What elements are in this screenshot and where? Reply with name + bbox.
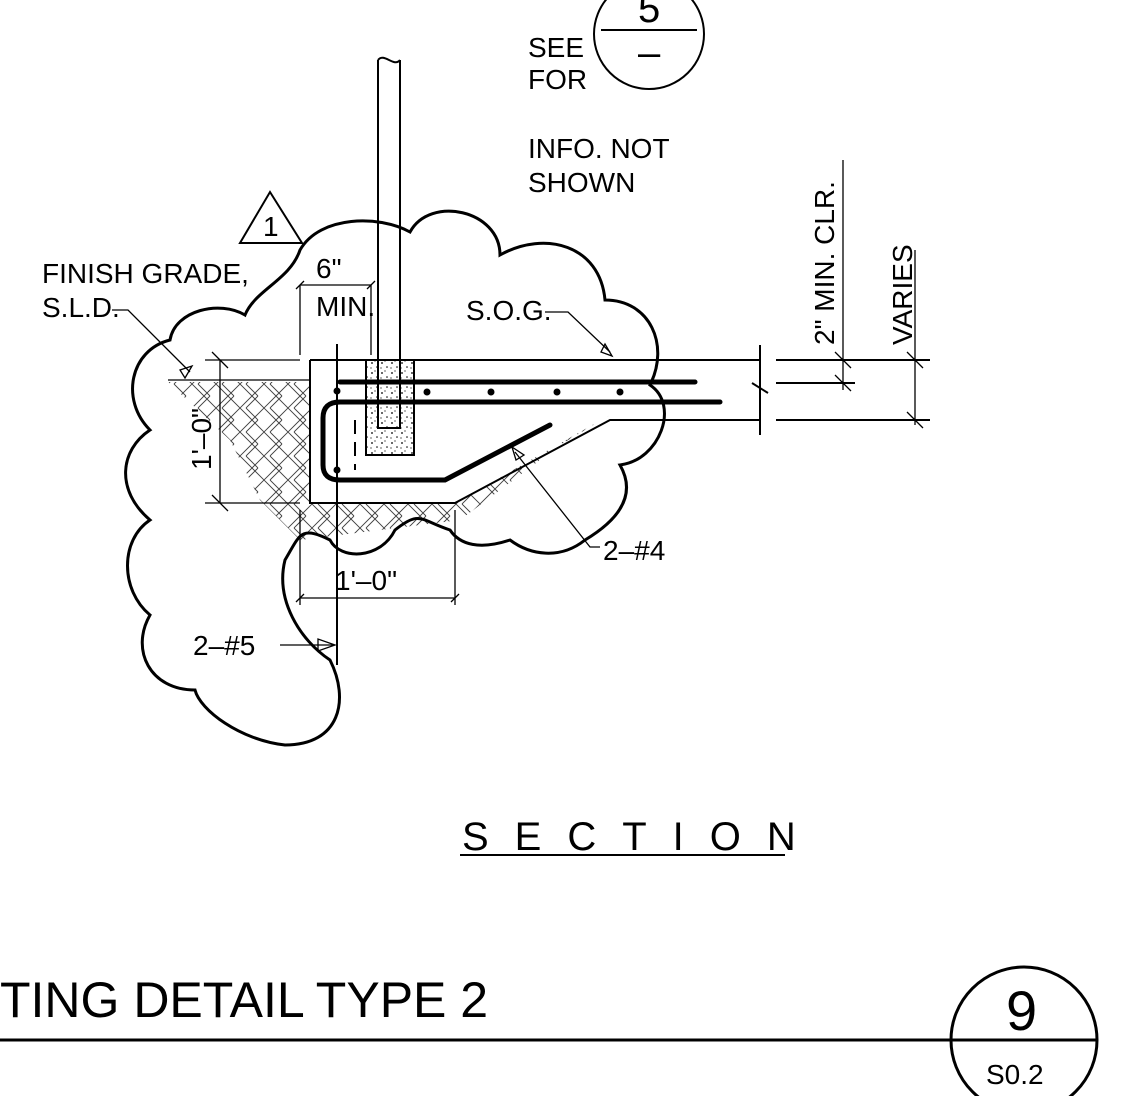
revision-cloud [124, 209, 666, 747]
dim-clearance: 2" MIN. CLR. [809, 181, 840, 345]
note-info-line1: INFO. NOT [528, 133, 670, 164]
detail-number: 9 [1006, 979, 1037, 1042]
soil-hatch [168, 379, 610, 540]
revision-triangle [238, 190, 304, 244]
note-finish-grade-line2: S.L.D. [42, 292, 120, 323]
note-for: FOR [528, 64, 587, 95]
dim-width: 1'–0" [335, 565, 397, 596]
note-info-line2: SHOWN [528, 167, 635, 198]
dimensions [205, 160, 924, 605]
detail-bubble [949, 965, 1099, 1096]
note-sog: S.O.G. [466, 295, 552, 326]
dim-6-inch: 6" [316, 253, 342, 284]
revision-number: 1 [263, 211, 279, 242]
reference-bubble [593, 0, 705, 90]
footing-outline [309, 345, 930, 504]
post [365, 56, 415, 456]
note-see: SEE [528, 32, 584, 63]
dim-depth: 1'–0" [186, 408, 217, 470]
dim-min-label: MIN. [316, 291, 375, 322]
detail-sheet: S0.2 [986, 1059, 1044, 1090]
dim-varies: VARIES [887, 244, 918, 345]
section-label: SECTION [462, 815, 822, 859]
reference-detail-number: 5 [638, 0, 660, 31]
detail-title: TING DETAIL TYPE 2 [0, 972, 488, 1028]
rebar [320, 344, 723, 665]
reference-sheet: – [638, 31, 661, 75]
note-bars-bottom: 2–#5 [193, 630, 255, 661]
note-bars-top: 2–#4 [603, 535, 665, 566]
leaders [112, 309, 614, 652]
note-finish-grade-line1: FINISH GRADE, [42, 258, 249, 289]
